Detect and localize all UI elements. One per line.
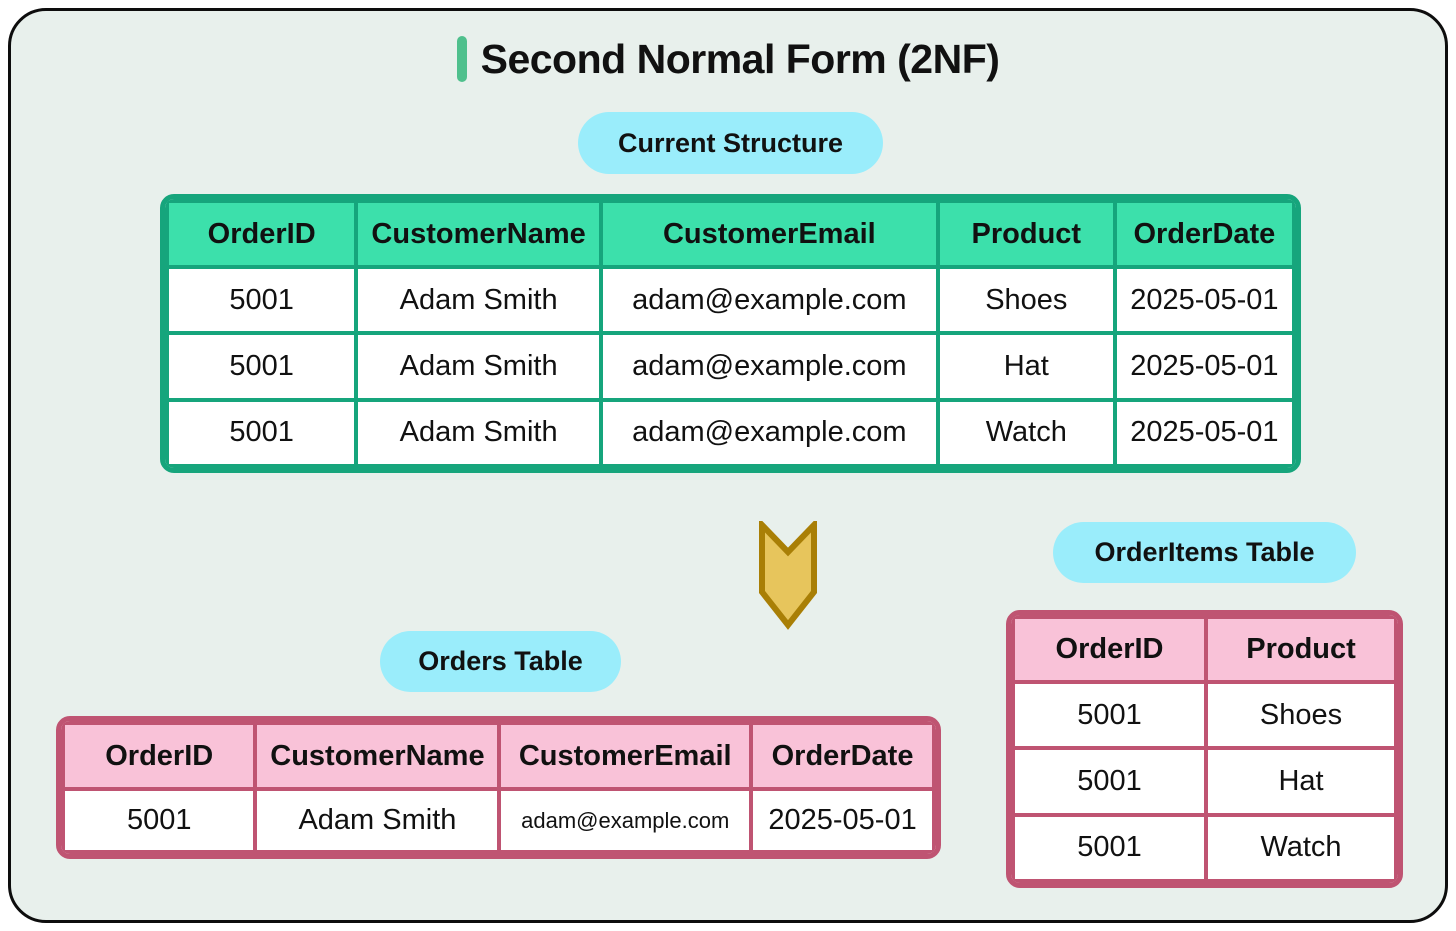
cell: Shoes: [935, 264, 1117, 336]
cell: adam@example.com: [598, 264, 940, 336]
cell: Shoes: [1204, 679, 1398, 751]
diagram-frame: Second Normal Form (2NF) Current Structu…: [8, 8, 1448, 923]
orderitems-table: OrderID Product 5001 Shoes 5001 Hat 5001: [1006, 610, 1403, 888]
cell: Adam Smith: [354, 264, 603, 336]
header-cell: OrderID: [1011, 615, 1209, 684]
cell: 5001: [165, 264, 359, 336]
down-chevron-arrow-icon: [759, 521, 817, 630]
table-row: 5001 Hat: [1011, 746, 1398, 817]
current-structure-label: Current Structure: [578, 112, 883, 174]
cell: adam@example.com: [598, 331, 940, 402]
orderitems-table-grid: OrderID Product 5001 Shoes 5001 Hat 5001: [1011, 615, 1398, 883]
cell: 2025-05-01: [1112, 397, 1296, 468]
cell: adam@example.com: [598, 397, 940, 468]
page-title: Second Normal Form (2NF): [11, 29, 1445, 89]
header-cell: OrderDate: [749, 721, 936, 791]
header-cell: OrderDate: [1112, 199, 1296, 269]
cell: 5001: [1011, 679, 1209, 751]
cell: 5001: [61, 787, 258, 854]
cell: Adam Smith: [354, 331, 603, 402]
header-cell: Product: [1204, 615, 1398, 684]
cell: 5001: [165, 331, 359, 402]
cell: Adam Smith: [354, 397, 603, 468]
cell: Hat: [1204, 746, 1398, 817]
table-row: 5001 Adam Smith adam@example.com Watch 2…: [165, 397, 1296, 468]
header-cell: OrderID: [165, 199, 359, 269]
table-header-row: OrderID CustomerName CustomerEmail Order…: [61, 721, 936, 791]
cell: Adam Smith: [253, 787, 502, 854]
header-cell: CustomerEmail: [497, 721, 754, 791]
header-cell: CustomerName: [253, 721, 502, 791]
current-structure-table-grid: OrderID CustomerName CustomerEmail Produ…: [165, 199, 1296, 468]
header-cell: CustomerEmail: [598, 199, 940, 269]
cell: 5001: [1011, 812, 1209, 883]
cell: Watch: [1204, 812, 1398, 883]
table-row: 5001 Adam Smith adam@example.com Shoes 2…: [165, 264, 1296, 336]
orders-table-label: Orders Table: [380, 631, 621, 692]
current-structure-table: OrderID CustomerName CustomerEmail Produ…: [160, 194, 1301, 473]
cell: 5001: [1011, 746, 1209, 817]
page-title-text: Second Normal Form (2NF): [480, 35, 1000, 82]
table-row: 5001 Adam Smith adam@example.com 2025-05…: [61, 787, 936, 854]
cell: 2025-05-01: [1112, 331, 1296, 402]
cell: 2025-05-01: [1112, 264, 1296, 336]
table-row: 5001 Watch: [1011, 812, 1398, 883]
header-cell: OrderID: [61, 721, 258, 791]
table-row: 5001 Adam Smith adam@example.com Hat 202…: [165, 331, 1296, 402]
table-header-row: OrderID Product: [1011, 615, 1398, 684]
header-cell: Product: [935, 199, 1117, 269]
title-accent-bar: [456, 36, 467, 82]
table-row: 5001 Shoes: [1011, 679, 1398, 751]
orders-table: OrderID CustomerName CustomerEmail Order…: [56, 716, 941, 859]
cell: 5001: [165, 397, 359, 468]
cell: Hat: [935, 331, 1117, 402]
orders-table-grid: OrderID CustomerName CustomerEmail Order…: [61, 721, 936, 854]
orderitems-table-label: OrderItems Table: [1053, 522, 1356, 583]
header-cell: CustomerName: [354, 199, 603, 269]
table-header-row: OrderID CustomerName CustomerEmail Produ…: [165, 199, 1296, 269]
cell: Watch: [935, 397, 1117, 468]
cell: 2025-05-01: [749, 787, 936, 854]
cell: adam@example.com: [497, 787, 754, 854]
